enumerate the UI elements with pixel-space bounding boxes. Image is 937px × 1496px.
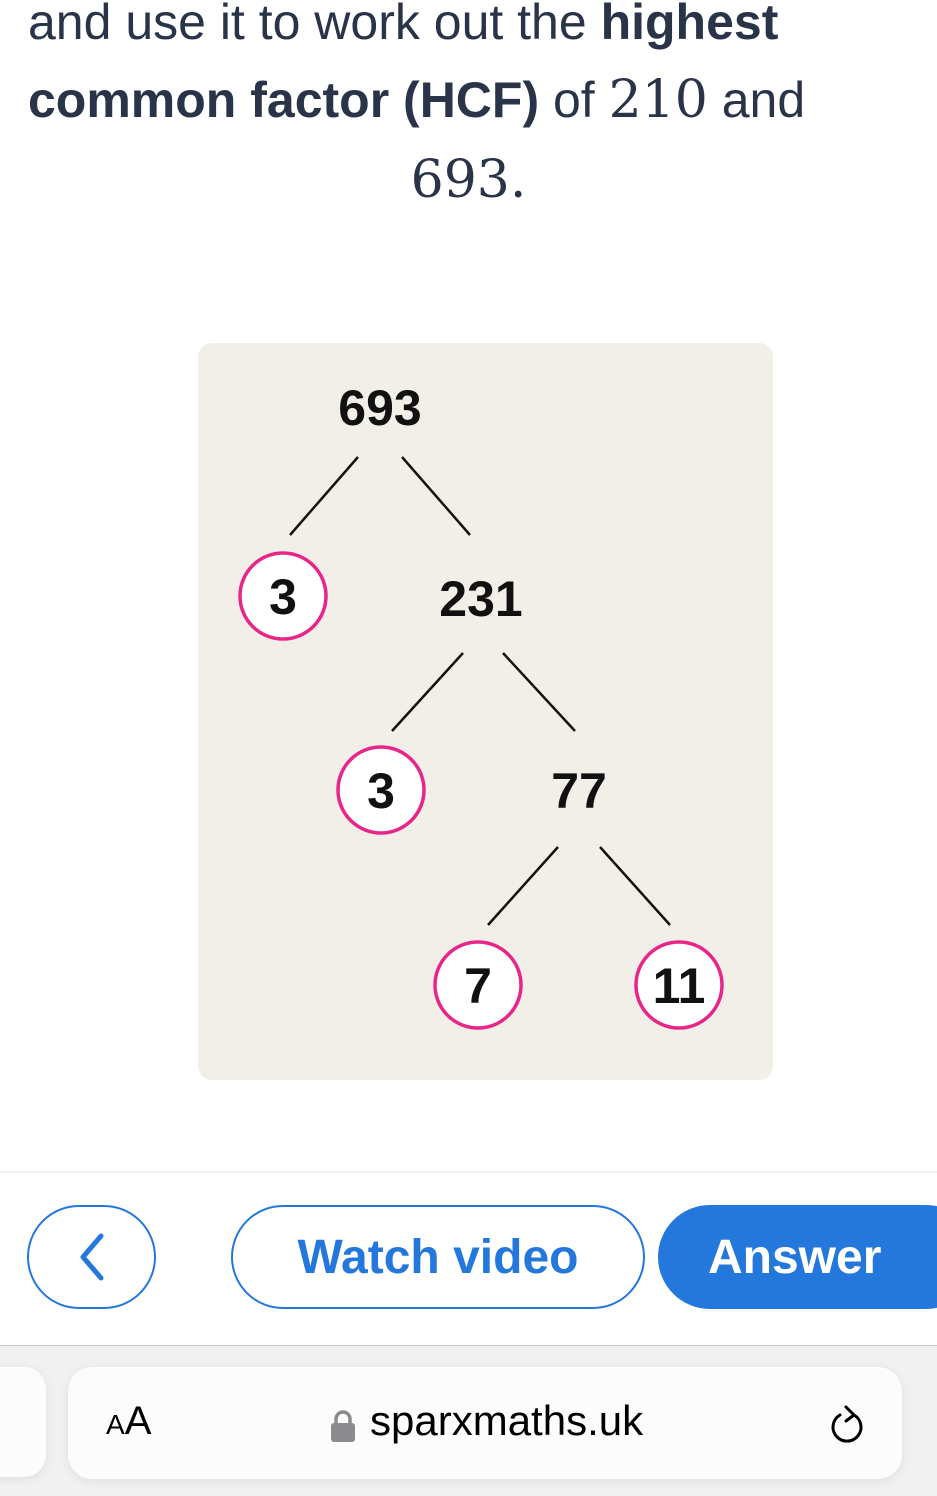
aa-small: A bbox=[106, 1409, 125, 1440]
question-text: and use it to work out the bbox=[28, 0, 601, 50]
branch-line bbox=[599, 846, 671, 926]
address-bar[interactable]: AA sparxmaths.uk bbox=[68, 1367, 902, 1479]
watch-video-label: Watch video bbox=[297, 1230, 579, 1284]
question-bold-text: highest bbox=[600, 0, 779, 50]
factor-tree-diagram: 693 3 231 3 77 7 11 bbox=[198, 343, 773, 1080]
previous-tab-pill[interactable] bbox=[0, 1367, 46, 1477]
tree-node-prime: 3 bbox=[269, 569, 297, 625]
watch-video-button[interactable]: Watch video bbox=[231, 1205, 645, 1309]
divider bbox=[0, 1171, 937, 1173]
prime-circle bbox=[238, 551, 328, 641]
prime-circle bbox=[336, 745, 426, 835]
url-domain: sparxmaths.uk bbox=[370, 1397, 644, 1444]
browser-toolbar: AA sparxmaths.uk bbox=[0, 1346, 937, 1496]
prime-circle bbox=[634, 940, 724, 1030]
math-number: 210 bbox=[608, 70, 708, 130]
question-line-2: common factor (HCF) of 210 and bbox=[28, 60, 805, 140]
math-number: 693. bbox=[410, 150, 527, 210]
lock-icon bbox=[331, 1410, 355, 1442]
tree-node: 77 bbox=[551, 763, 607, 819]
answer-button[interactable]: Answer bbox=[658, 1205, 937, 1309]
branch-line bbox=[289, 456, 359, 536]
tree-node: 231 bbox=[439, 571, 522, 627]
question-line-3: 693. bbox=[0, 140, 937, 220]
text-size-button[interactable]: AA bbox=[106, 1399, 151, 1444]
branch-line bbox=[487, 846, 559, 926]
tree-node-root: 693 bbox=[338, 380, 421, 436]
reload-icon[interactable] bbox=[826, 1403, 866, 1447]
back-button[interactable] bbox=[27, 1205, 156, 1309]
tree-node-prime: 3 bbox=[367, 763, 395, 819]
tree-node-prime: 11 bbox=[653, 958, 706, 1014]
branch-line bbox=[502, 652, 576, 732]
question-bold-text: common factor (HCF) bbox=[28, 72, 540, 128]
question-line-1: and use it to work out the highest bbox=[28, 0, 778, 62]
question-text: of bbox=[539, 72, 609, 128]
divider bbox=[0, 1345, 937, 1346]
answer-label: Answer bbox=[708, 1230, 882, 1284]
tree-node-prime: 7 bbox=[464, 958, 492, 1014]
aa-large: A bbox=[124, 1399, 152, 1443]
branch-line bbox=[391, 652, 464, 732]
branch-line bbox=[401, 456, 471, 536]
chevron-left-icon bbox=[80, 1233, 103, 1281]
question-text: and bbox=[707, 72, 806, 128]
prime-circle bbox=[433, 940, 523, 1030]
